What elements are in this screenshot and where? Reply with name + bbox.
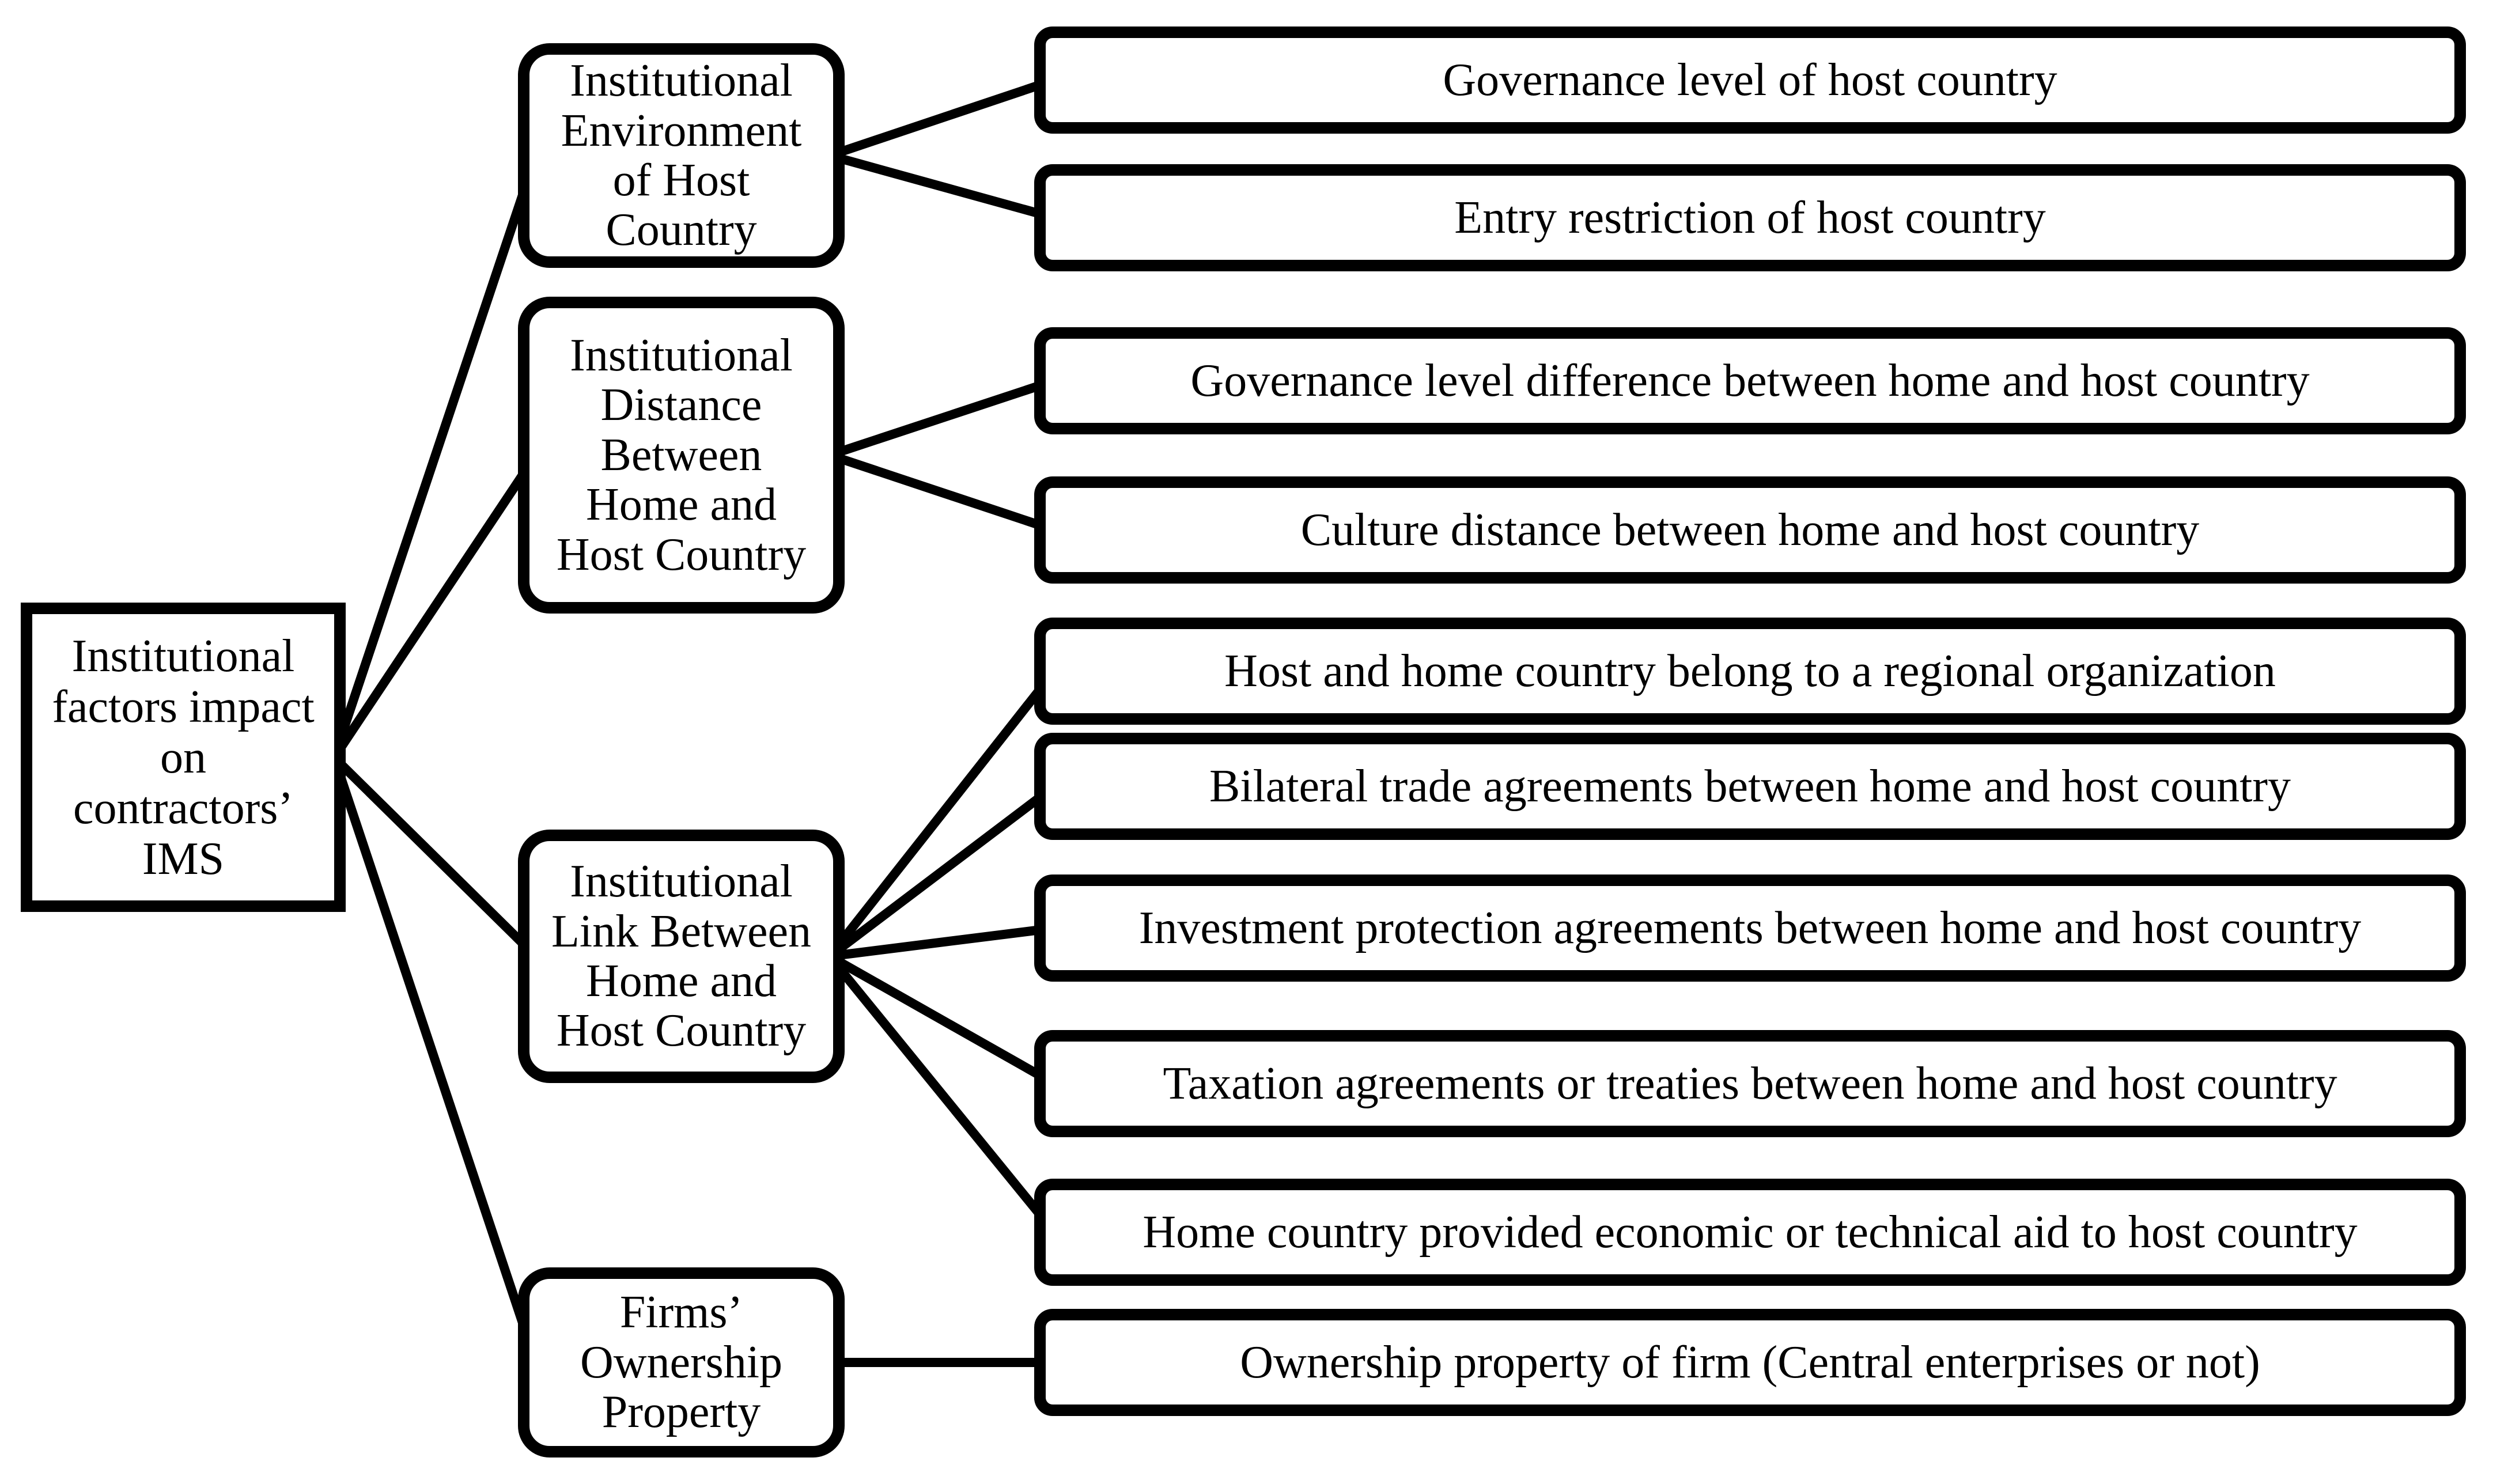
connector-category-2-to-leaf-4 [825, 450, 1059, 535]
leaf-node-culture-distance: Culture distance between home and host c… [1034, 476, 2466, 584]
category-node-label: Firms’ Ownership Property [580, 1287, 783, 1438]
root-node: Institutional factors impact on contract… [21, 603, 346, 912]
leaf-node-label: Home country provided economic or techni… [1143, 1207, 2358, 1258]
connector-category-2-to-leaf-3 [825, 376, 1059, 460]
leaf-node-taxation-agreements: Taxation agreements or treaties between … [1034, 1030, 2466, 1137]
connector-category-1-to-leaf-1 [825, 75, 1059, 160]
leaf-node-label: Governance level difference between home… [1190, 355, 2310, 406]
leaf-node-label: Taxation agreements or treaties between … [1163, 1058, 2337, 1109]
connector-category-1-to-leaf-2 [825, 151, 1059, 222]
leaf-node-bilateral-trade: Bilateral trade agreements between home … [1034, 733, 2466, 840]
category-node-label: Institutional Link Between Home and Host… [551, 856, 811, 1057]
root-node-label: Institutional factors impact on contract… [52, 630, 315, 884]
leaf-node-governance-level: Governance level of host country [1034, 26, 2466, 134]
connector-root-to-category-3 [330, 753, 540, 961]
leaf-node-economic-technical-aid: Home country provided economic or techni… [1034, 1179, 2466, 1286]
category-node-firms-ownership: Firms’ Ownership Property [518, 1267, 845, 1458]
connector-category-3-to-leaf-5 [825, 667, 1059, 961]
category-node-institutional-link: Institutional Link Between Home and Host… [518, 830, 845, 1083]
leaf-node-entry-restriction: Entry restriction of host country [1034, 164, 2466, 271]
connector-category-3-to-leaf-6 [825, 782, 1059, 961]
category-node-institutional-environment: Institutional Environment of Host Countr… [518, 43, 845, 268]
connector-category-3-to-leaf-7 [825, 923, 1059, 961]
connector-category-3-to-leaf-9 [825, 952, 1059, 1237]
connector-root-to-category-1 [330, 151, 540, 762]
leaf-node-governance-difference: Governance level difference between home… [1034, 327, 2466, 434]
connector-root-to-category-2 [330, 450, 540, 762]
category-node-institutional-distance: Institutional Distance Between Home and … [518, 297, 845, 614]
leaf-node-label: Culture distance between home and host c… [1300, 505, 2200, 555]
leaf-node-investment-protection: Investment protection agreements between… [1034, 874, 2466, 982]
connector-category-3-to-leaf-8 [825, 952, 1059, 1088]
leaf-node-label: Investment protection agreements between… [1138, 903, 2362, 953]
leaf-node-ownership-property: Ownership property of firm (Central ente… [1034, 1309, 2466, 1416]
leaf-node-label: Entry restriction of host country [1454, 192, 2046, 243]
leaf-node-label: Governance level of host country [1443, 55, 2057, 105]
category-node-label: Institutional Distance Between Home and … [556, 330, 807, 580]
leaf-node-label: Ownership property of firm (Central ente… [1240, 1337, 2260, 1388]
leaf-node-label: Host and home country belong to a region… [1224, 646, 2276, 696]
leaf-node-regional-organization: Host and home country belong to a region… [1034, 618, 2466, 725]
category-node-label: Institutional Environment of Host Countr… [561, 55, 802, 256]
leaf-node-label: Bilateral trade agreements between home … [1209, 761, 2291, 812]
connector-root-to-category-4 [330, 753, 540, 1367]
